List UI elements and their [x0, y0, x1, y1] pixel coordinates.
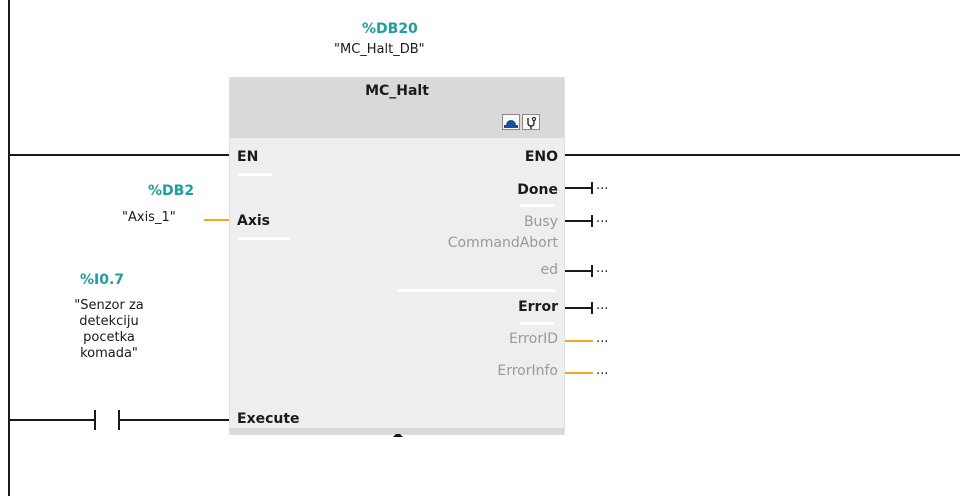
- contact-operand-name-line-4[interactable]: komada": [80, 346, 138, 361]
- error-id-unconnected[interactable]: ...: [596, 331, 609, 346]
- pin-en[interactable]: EN: [237, 149, 259, 165]
- expand-arrow-icon[interactable]: [392, 423, 404, 442]
- axis-operand-address: %DB2: [148, 183, 195, 199]
- command-aborted-wire: [565, 270, 593, 272]
- contact-operand-name-line-2[interactable]: detekciju: [79, 314, 139, 329]
- motion-axis-icon[interactable]: [502, 114, 520, 130]
- pin-execute[interactable]: Execute: [237, 411, 300, 427]
- pin-axis[interactable]: Axis: [237, 213, 270, 229]
- contact-left-wire: [10, 419, 94, 421]
- busy-wire-tick: [591, 215, 593, 227]
- pin-error-info[interactable]: ErrorInfo: [497, 363, 558, 379]
- diagnostics-stethoscope-icon[interactable]: [522, 114, 540, 130]
- en-wire: [10, 154, 229, 156]
- mc-halt-block[interactable]: MC_Halt EN Axis Execute ENO Done Busy Co…: [229, 77, 565, 437]
- error-info-unconnected[interactable]: ...: [596, 363, 609, 378]
- contact-operand-name-line-1[interactable]: "Senzor za: [74, 298, 144, 313]
- contact-operand-name-line-3[interactable]: pocetka: [83, 330, 135, 345]
- pin-busy[interactable]: Busy: [523, 214, 558, 230]
- contact-operand-address: %I0.7: [80, 272, 125, 288]
- pin-done-underline: [520, 204, 554, 207]
- axis-operand-name[interactable]: "Axis_1": [122, 210, 176, 225]
- contact-right-wire: [120, 419, 229, 421]
- pin-done[interactable]: Done: [517, 182, 558, 198]
- error-wire: [565, 307, 593, 309]
- block-bottom-band: [230, 428, 564, 434]
- block-header: MC_Halt: [230, 78, 564, 138]
- pin-axis-underline: [238, 237, 290, 240]
- command-aborted-wire-tick: [591, 265, 593, 277]
- contact-right-bar[interactable]: [118, 410, 120, 430]
- block-title: MC_Halt: [365, 83, 429, 99]
- instance-db-name: "MC_Halt_DB": [334, 42, 425, 57]
- busy-unconnected[interactable]: ...: [596, 211, 609, 226]
- contact-left-bar[interactable]: [94, 410, 96, 430]
- busy-wire: [565, 220, 593, 222]
- eno-wire: [565, 154, 960, 156]
- error-wire-tick: [591, 302, 593, 314]
- command-aborted-unconnected[interactable]: ...: [596, 261, 609, 276]
- instance-db-address: %DB20: [362, 21, 418, 37]
- pin-command-aborted-line2[interactable]: ed: [540, 262, 559, 278]
- error-unconnected[interactable]: ...: [596, 298, 609, 313]
- done-wire-tick: [591, 182, 593, 194]
- axis-wire: [204, 219, 229, 221]
- left-power-rail: [8, 0, 10, 496]
- done-unconnected[interactable]: ...: [596, 178, 609, 193]
- pin-command-aborted-underline: [398, 289, 556, 292]
- error-info-wire: [565, 372, 593, 374]
- pin-en-underline: [238, 173, 272, 176]
- pin-command-aborted-line1[interactable]: CommandAbort: [447, 235, 558, 251]
- pin-error[interactable]: Error: [518, 299, 558, 315]
- done-wire: [565, 187, 593, 189]
- pin-error-underline: [520, 322, 554, 325]
- error-id-wire: [565, 340, 593, 342]
- pin-error-id[interactable]: ErrorID: [508, 331, 558, 347]
- pin-eno[interactable]: ENO: [524, 149, 558, 165]
